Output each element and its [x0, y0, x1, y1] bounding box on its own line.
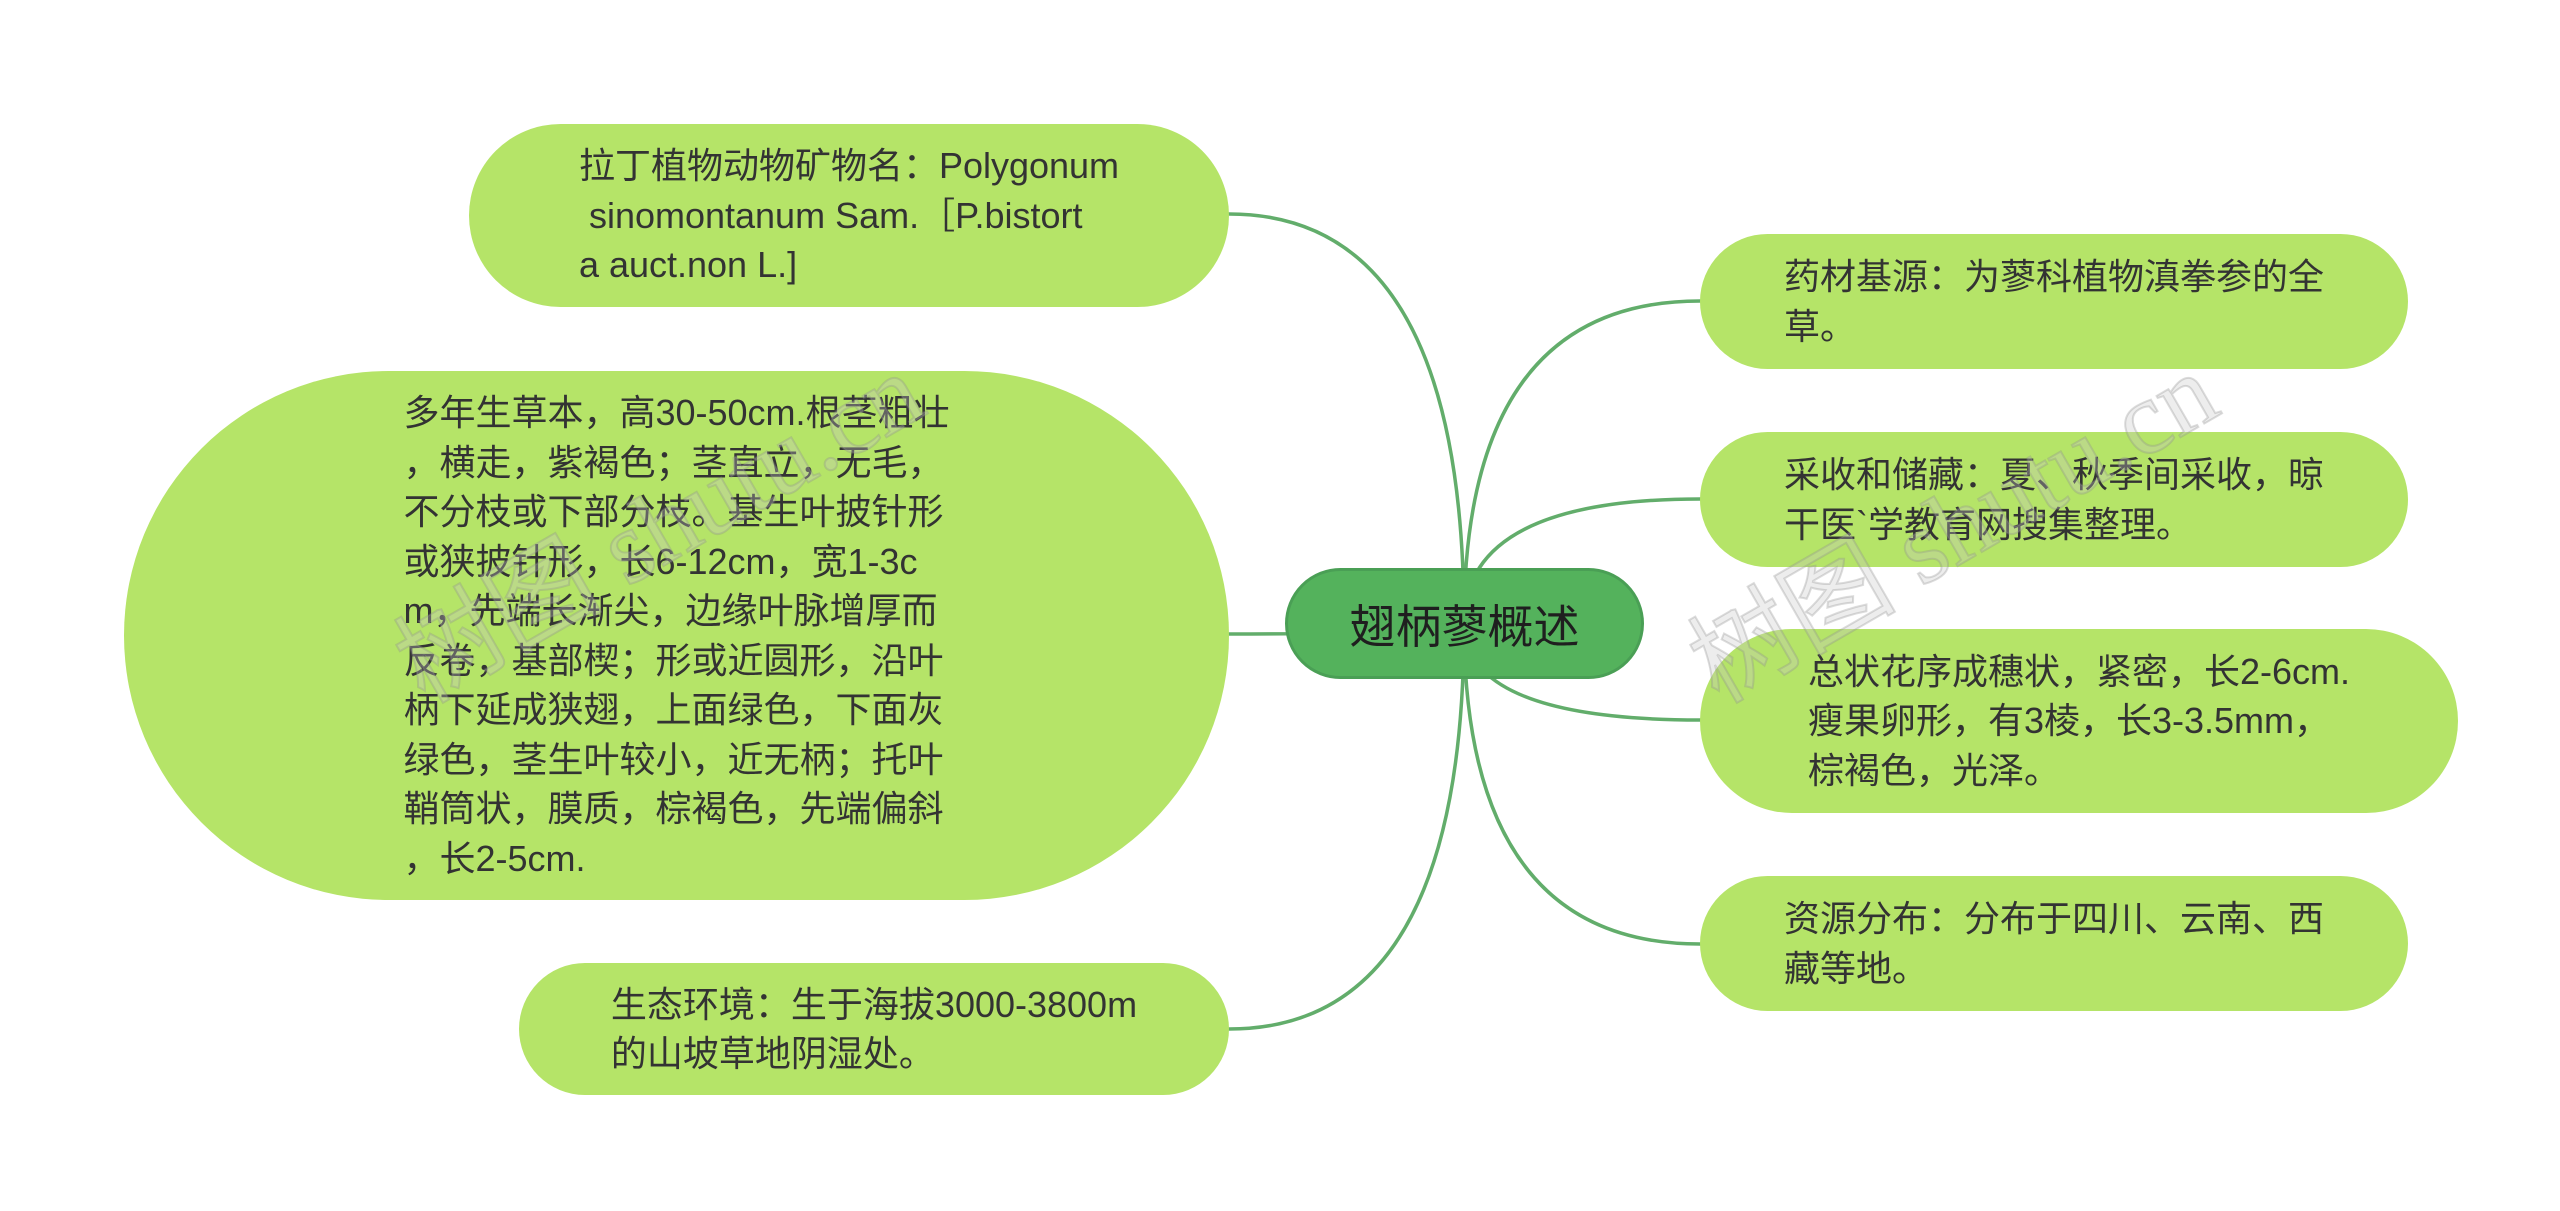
topic-text-line: 采收和储藏：夏、秋季间采收，晾	[1783, 454, 2324, 495]
topic-text: 药材基源：为蓼科植物滇拳参的全 草。	[1784, 252, 2324, 351]
topic-text-line: 药材基源：为蓼科植物滇拳参的全	[1783, 256, 2324, 297]
topic-text: 拉丁植物动物矿物名：Polygonum sinomontanum Sam.［P.…	[579, 141, 1119, 290]
connector-medicinal-source	[1462, 299, 1702, 625]
topic-text-line: 瘦果卵形，有3棱，长3-3.5mm，	[1807, 700, 2331, 742]
topic-text-line: 干医`学教育网搜集整理。	[1783, 503, 2192, 545]
topic-text-line: 的山坡草地阴湿处。	[610, 1033, 935, 1074]
topic-text-line: ，横走，紫褐色；茎直立，无毛，	[403, 441, 944, 483]
connector-latin-name	[1227, 212, 1466, 625]
topic-text-line: a auct.non L.]	[578, 244, 798, 286]
topic-text-line: 草。	[1783, 305, 1856, 347]
topic-text: 资源分布：分布于四川、云南、西 藏等地。	[1784, 894, 2324, 993]
topic-text-line: 柄下延成狭翅，上面绿色，下面灰	[403, 689, 944, 730]
topic-text-line: 不分枝或下部分枝。基生叶披针形	[403, 491, 944, 532]
topic-text-line: m，先端长渐尖，边缘叶脉增厚而	[403, 590, 938, 631]
topic-text: 采收和储藏：夏、秋季间采收，晾 干医`学教育网搜集整理。	[1784, 450, 2324, 549]
central-topic-label: 翅柄蓼概述	[1349, 600, 1580, 653]
topic-latin-name[interactable]: 拉丁植物动物矿物名：Polygonum sinomontanum Sam.［P.…	[469, 124, 1229, 307]
topic-text-line: 资源分布：分布于四川、云南、西	[1783, 898, 2324, 939]
topic-habitat[interactable]: 生态环境：生于海拔3000-3800m 的山坡草地阴湿处。	[519, 963, 1229, 1095]
central-topic[interactable]: 翅柄蓼概述	[1285, 568, 1644, 679]
topic-text-line: 藏等地。	[1783, 947, 1928, 989]
topic-morphology[interactable]: 多年生草本，高30-50cm.根茎粗壮 ，横走，紫褐色；茎直立，无毛， 不分枝或…	[124, 371, 1229, 900]
connector-habitat	[1227, 621, 1466, 1031]
topic-distribution[interactable]: 资源分布：分布于四川、云南、西 藏等地。	[1700, 876, 2408, 1011]
topic-text-line: 绿色，茎生叶较小，近无柄；托叶	[403, 738, 944, 780]
topic-text-line: 总状花序成穗状，紧密，长2-6cm.	[1807, 650, 2351, 692]
topic-text-line: 或狭披针形，长6-12cm，宽1-3c	[403, 540, 918, 582]
topic-text-line: ，长2-5cm.	[403, 837, 586, 879]
topic-text-line: 生态环境：生于海拔3000-3800m	[610, 983, 1138, 1025]
topic-text: 多年生草本，高30-50cm.根茎粗壮 ，横走，紫褐色；茎直立，无毛， 不分枝或…	[403, 388, 949, 883]
topic-text-line: 棕褐色，光泽。	[1807, 749, 2060, 791]
topic-text-line: 多年生草本，高30-50cm.根茎粗壮	[403, 392, 950, 433]
connector-distribution	[1462, 621, 1702, 946]
topic-text: 生态环境：生于海拔3000-3800m 的山坡草地阴湿处。	[611, 980, 1137, 1079]
topic-text: 总状花序成穗状，紧密，长2-6cm. 瘦果卵形，有3棱，长3-3.5mm， 棕褐…	[1808, 647, 2350, 796]
topic-inflorescence-fruit[interactable]: 总状花序成穗状，紧密，长2-6cm. 瘦果卵形，有3棱，长3-3.5mm， 棕褐…	[1700, 629, 2458, 813]
topic-text-line: 反卷，基部楔；形或近圆形，沿叶	[403, 639, 944, 681]
topic-text-line: sinomontanum Sam.［P.bistort	[578, 194, 1083, 236]
topic-medicinal-source[interactable]: 药材基源：为蓼科植物滇拳参的全 草。	[1700, 234, 2408, 369]
topic-text-line: 拉丁植物动物矿物名：Polygonum	[578, 145, 1120, 187]
topic-harvest-storage[interactable]: 采收和储藏：夏、秋季间采收，晾 干医`学教育网搜集整理。	[1700, 432, 2408, 567]
topic-text-line: 鞘筒状，膜质，棕褐色，先端偏斜	[403, 788, 944, 829]
